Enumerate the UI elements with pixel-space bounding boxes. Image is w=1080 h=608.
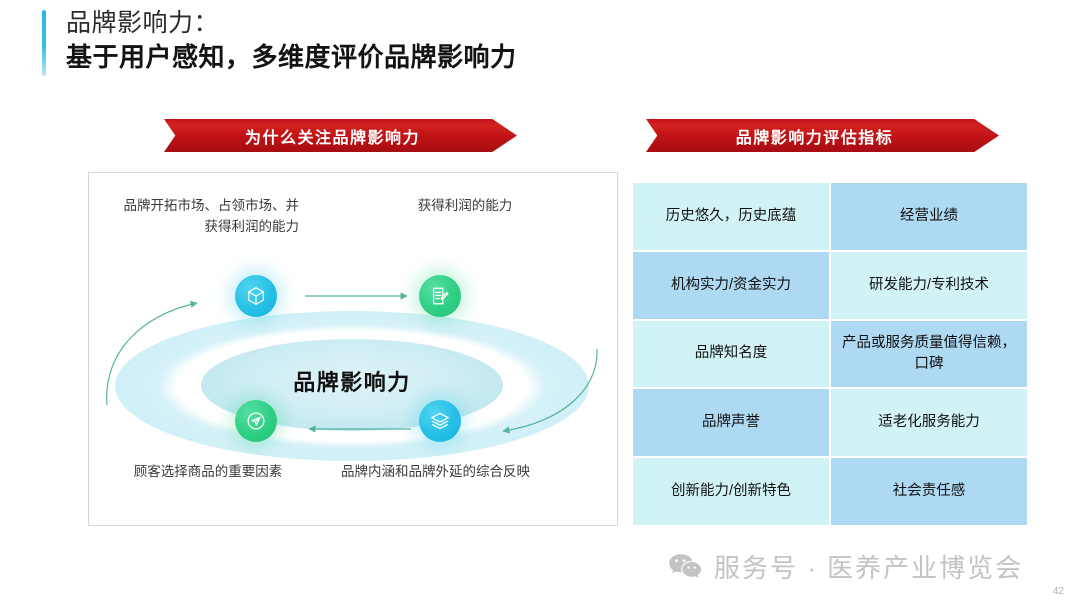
- metric-cell: 社会责任感: [831, 458, 1027, 525]
- diagram-center-label: 品牌影响力: [293, 370, 411, 395]
- diagram-caption-bottom-right: 品牌内涵和品牌外延的综合反映: [341, 464, 530, 479]
- document-edit-icon: [432, 287, 449, 305]
- title-accent-bar: [42, 10, 46, 76]
- page-number: 42: [1052, 586, 1064, 597]
- metric-cell: 品牌声誉: [633, 389, 829, 457]
- title-line-primary: 品牌影响力：: [66, 9, 220, 37]
- page-title: 品牌影响力： 基于用户感知，多维度评价品牌影响力: [42, 6, 742, 86]
- section-banner-right-label: 品牌影响力评估指标: [735, 129, 894, 147]
- diagram-node-market-expansion[interactable]: [235, 275, 277, 317]
- section-banner-left-label: 为什么关注品牌影响力: [244, 129, 420, 147]
- metric-cell: 产品或服务质量值得信赖，口碑: [831, 320, 1027, 388]
- metric-cell: 品牌知名度: [633, 320, 829, 388]
- diagram-node-customer-choice[interactable]: [235, 400, 277, 442]
- title-text-wrap: 品牌影响力： 基于用户感知，多维度评价品牌影响力: [66, 6, 517, 74]
- footer-brand: 服务号 · 医养产业博览会: [668, 548, 1023, 585]
- diagram-node-profit-ability[interactable]: [419, 275, 461, 317]
- metric-cell: 研发能力/专利技术: [831, 251, 1027, 319]
- metric-cell: 创新能力/创新特色: [633, 458, 829, 525]
- send-plane-icon: [247, 412, 265, 430]
- section-banner-right: 品牌影响力评估指标: [646, 119, 999, 152]
- diagram-caption-top-left: 品牌开拓市场、占领市场、并获得利润的能力: [123, 198, 300, 234]
- diagram-caption-top-right: 获得利润的能力: [417, 198, 513, 213]
- brand-influence-metrics-table: 历史悠久，历史底蕴经营业绩机构实力/资金实力研发能力/专利技术品牌知名度产品或服…: [633, 183, 1027, 525]
- section-banner-left: 为什么关注品牌影响力: [164, 119, 517, 152]
- footer-brand-text: 服务号 · 医养产业博览会: [714, 553, 1024, 583]
- diagram-caption-bottom-left: 顾客选择商品的重要因素: [133, 464, 283, 479]
- metric-cell: 经营业绩: [831, 183, 1027, 250]
- layers-icon: [431, 412, 449, 430]
- brand-influence-diagram: 品牌影响力 品牌开拓市场、占领市场、并获得利润的能力 获得利润的能力: [88, 172, 618, 526]
- cube-icon: [248, 287, 264, 305]
- metric-cell: 机构实力/资金实力: [633, 251, 829, 319]
- wechat-icon: [669, 553, 701, 578]
- diagram-node-brand-connotation[interactable]: [419, 400, 461, 442]
- metric-cell: 适老化服务能力: [831, 389, 1027, 457]
- metric-cell: 历史悠久，历史底蕴: [633, 183, 829, 250]
- title-line-secondary: 基于用户感知，多维度评价品牌影响力: [66, 42, 517, 72]
